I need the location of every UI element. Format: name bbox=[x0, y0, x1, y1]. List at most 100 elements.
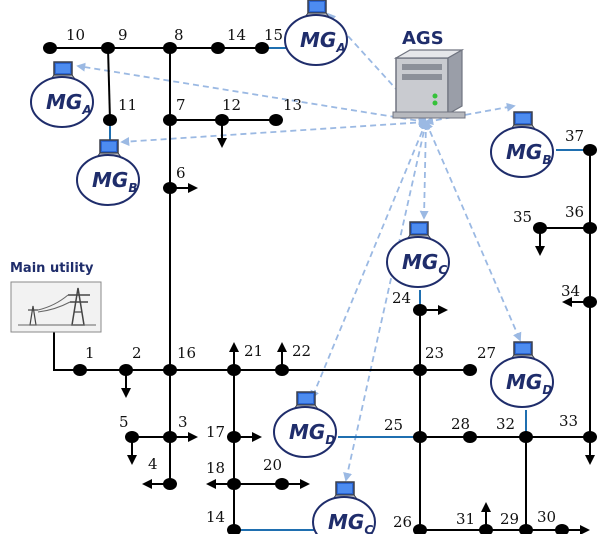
bus-label-n29: 29 bbox=[500, 510, 519, 528]
bus-label-n4: 4 bbox=[148, 455, 158, 473]
bus-node-n34 bbox=[583, 296, 597, 308]
bus-node-n37 bbox=[583, 144, 597, 156]
bus-node-n33 bbox=[583, 431, 597, 443]
bus-node-n11 bbox=[103, 114, 117, 126]
main-utility: Main utility bbox=[10, 261, 101, 332]
bus-label-n8: 8 bbox=[174, 26, 184, 44]
bus-node-n27 bbox=[463, 364, 477, 376]
bus-node-n35 bbox=[533, 222, 547, 234]
bus-label-n25: 25 bbox=[384, 416, 403, 434]
bus-label-n17: 17 bbox=[206, 423, 225, 441]
bus-label-n22: 22 bbox=[292, 342, 311, 360]
mg-label-main: MG bbox=[46, 90, 82, 114]
bus-label-n23: 23 bbox=[425, 344, 444, 362]
bus-node-n21 bbox=[227, 364, 241, 376]
microgrid-mg-c-top: MGC bbox=[387, 222, 449, 287]
microgrid-mg-b-right: MGB bbox=[491, 112, 553, 177]
bus-node-n19 bbox=[227, 524, 241, 534]
bus-label-n34: 34 bbox=[561, 282, 580, 300]
ags-label: AGS bbox=[402, 28, 444, 49]
utility-feeder bbox=[54, 332, 80, 370]
bus-label-n37: 37 bbox=[565, 127, 584, 145]
bus-label-n1: 1 bbox=[85, 344, 95, 362]
bus-node-n10 bbox=[43, 42, 57, 54]
mg-label-main: MG bbox=[300, 28, 336, 52]
bus-label-n9: 9 bbox=[118, 26, 128, 44]
bus-label-n21: 21 bbox=[244, 342, 263, 360]
bus-label-n16: 16 bbox=[177, 344, 196, 362]
bus-label-n32: 32 bbox=[496, 415, 515, 433]
bus-node-n23 bbox=[413, 364, 427, 376]
mg-label-sub: D bbox=[325, 433, 335, 447]
mg-label-main: MG bbox=[328, 510, 364, 534]
microgrid-mg-d-left: MGD bbox=[274, 392, 336, 457]
bus-label-n30: 30 bbox=[537, 508, 556, 526]
utility-tower-icon bbox=[11, 282, 101, 332]
bus-node-n9 bbox=[101, 42, 115, 54]
bus-label-n15: 15 bbox=[264, 26, 283, 44]
bus-label-n7: 7 bbox=[176, 96, 186, 114]
mg-label-sub: B bbox=[542, 153, 551, 167]
bus-label-n24: 24 bbox=[392, 289, 411, 307]
bus-node-n7 bbox=[163, 114, 177, 126]
microgrid-mg-d-right: MGD bbox=[491, 342, 553, 407]
server-icon bbox=[393, 50, 465, 118]
mg-label-sub: C bbox=[364, 523, 373, 534]
bus-node-n29 bbox=[519, 524, 533, 534]
bus-label-n31: 31 bbox=[456, 510, 475, 528]
microgrid-mg-a-top: MGA bbox=[285, 0, 347, 65]
bus-node-n6 bbox=[163, 182, 177, 194]
microgrid-mg-c-bottom: MGC bbox=[313, 482, 375, 534]
bus-node-n25 bbox=[413, 431, 427, 443]
ags-server: AGS bbox=[393, 28, 465, 118]
bus-node-n3 bbox=[163, 431, 177, 443]
mg-label-sub: A bbox=[81, 103, 91, 117]
bus-label-n2: 2 bbox=[132, 344, 142, 362]
bus-node-n31 bbox=[479, 524, 493, 534]
mg-label-sub: C bbox=[438, 263, 447, 277]
bus-label-n28: 28 bbox=[451, 415, 470, 433]
mg-label-main: MG bbox=[289, 420, 325, 444]
bus-node-n4 bbox=[163, 478, 177, 490]
bus-label-n36: 36 bbox=[565, 203, 584, 221]
mg-label-main: MG bbox=[506, 370, 542, 394]
bus-node-n17 bbox=[227, 431, 241, 443]
mg-label-sub: D bbox=[542, 383, 552, 397]
mg-label-sub: B bbox=[128, 181, 137, 195]
comm-link-mg-c-top bbox=[424, 122, 426, 218]
mg-label-sub: A bbox=[335, 41, 345, 55]
bus-node-n16 bbox=[163, 364, 177, 376]
bus-label-n18: 18 bbox=[206, 459, 225, 477]
bus-label-n35: 35 bbox=[513, 208, 532, 226]
bus-label-n33: 33 bbox=[559, 412, 578, 430]
bus-label-n10: 10 bbox=[66, 26, 85, 44]
bus-node-n13 bbox=[269, 114, 283, 126]
bus-node-n20 bbox=[275, 478, 289, 490]
bus-node-n1 bbox=[73, 364, 87, 376]
bus-node-n14 bbox=[211, 42, 225, 54]
bus-node-n36 bbox=[583, 222, 597, 234]
bus-node-n30 bbox=[555, 524, 569, 534]
bus-label-n26: 26 bbox=[393, 513, 412, 531]
microgrid-mg-a-left: MGA bbox=[31, 62, 93, 127]
mg-label-main: MG bbox=[402, 250, 438, 274]
bus-label-n13: 13 bbox=[283, 96, 302, 114]
bus-label-n6: 6 bbox=[176, 164, 186, 182]
bus-node-n26 bbox=[413, 524, 427, 534]
bus-node-n32 bbox=[519, 431, 533, 443]
bus-label-n19: 14 bbox=[206, 508, 225, 526]
bus-label-n20: 20 bbox=[263, 456, 282, 474]
bus-label-n27: 27 bbox=[477, 344, 496, 362]
microgrid-mg-b-left: MGB bbox=[77, 140, 139, 205]
line-n9-n11 bbox=[108, 48, 110, 120]
bus-label-n14: 14 bbox=[227, 26, 246, 44]
main-utility-label: Main utility bbox=[10, 261, 94, 276]
bus-node-n5 bbox=[125, 431, 139, 443]
bus-label-n11: 11 bbox=[118, 96, 137, 114]
bus-node-n24 bbox=[413, 304, 427, 316]
bus-label-n5: 5 bbox=[119, 413, 129, 431]
bus-node-n18 bbox=[227, 478, 241, 490]
